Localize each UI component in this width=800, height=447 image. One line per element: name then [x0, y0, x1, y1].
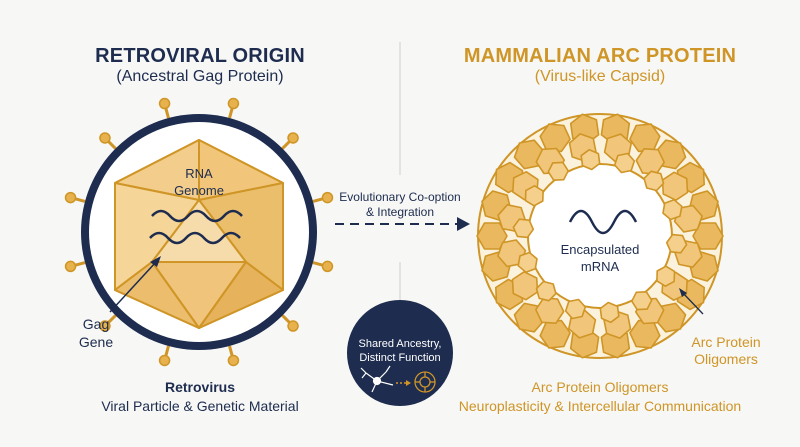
rna-strand-1 — [151, 209, 243, 223]
left-subtitle: (Ancestral Gag Protein) — [116, 68, 284, 85]
spike — [64, 191, 86, 204]
arc-subunit — [512, 218, 535, 239]
spike — [312, 260, 334, 273]
arc-subunit — [630, 290, 653, 311]
arc-subunit — [656, 265, 676, 288]
spike — [281, 314, 299, 332]
arc-capsid — [476, 113, 724, 359]
retrovirus-particle — [64, 97, 334, 367]
arc-subunit — [535, 280, 557, 302]
spike — [99, 132, 117, 150]
arc-subunit — [547, 161, 570, 181]
gag-pointer — [109, 261, 157, 313]
arc-subunit — [534, 297, 565, 325]
left-title: RETROVIRAL ORIGIN — [95, 45, 305, 67]
arc-subunit — [539, 319, 571, 349]
arc-subunit — [511, 270, 539, 301]
spike — [158, 345, 171, 367]
arc-subunit — [665, 233, 688, 254]
arc-subunit — [476, 222, 508, 250]
arc-subunit — [613, 152, 636, 174]
arc-oligomers-label: Arc Protein Oligomers — [691, 334, 761, 367]
right-subtitle: (Virus-like Capsid) — [534, 68, 666, 85]
gag-gene-label: Gag Gene — [78, 316, 114, 350]
arc-subunit — [643, 170, 665, 192]
arc-subunit — [629, 319, 661, 349]
left-caption: Retrovirus Viral Particle & Genetic Mate… — [101, 379, 299, 414]
arc-subunit — [661, 171, 689, 201]
right-caption: Arc Protein Oligomers Neuroplasticity & … — [458, 379, 742, 414]
spike — [227, 97, 240, 119]
spike — [64, 260, 86, 273]
rna-strand-2 — [149, 231, 241, 245]
arrow-label: Evolutionary Co-option & Integration — [339, 190, 461, 219]
oligomer-pointer — [681, 291, 704, 315]
arc-subunit — [517, 251, 538, 274]
neuron-icon — [360, 365, 394, 393]
arc-subunit — [524, 185, 544, 207]
spike — [312, 191, 334, 204]
rna-genome-label: RNA Genome — [174, 166, 224, 198]
right-title: MAMMALIAN ARC PROTEIN — [463, 45, 737, 67]
arc-subunit — [692, 222, 724, 250]
spike — [99, 314, 117, 332]
spike — [281, 132, 299, 150]
arrow-right-icon — [396, 380, 411, 386]
cooption-arrow — [335, 217, 470, 231]
arc-subunit — [564, 298, 587, 320]
mrna-strand — [568, 209, 638, 235]
arc-subunit — [662, 199, 683, 221]
capsid-icon — [414, 371, 436, 393]
badge-text: Shared Ancestry, Distinct Function — [358, 338, 442, 364]
shared-ancestry-badge — [347, 300, 453, 406]
arc-subunit — [599, 301, 620, 324]
encapsulated-mrna-label: Encapsulated mRNA — [560, 242, 640, 274]
gag-pointer-head — [150, 256, 161, 267]
arc-subunit — [635, 148, 666, 175]
arc-subunit — [539, 123, 571, 153]
arc-subunit — [580, 148, 601, 171]
spike — [158, 97, 171, 119]
arc-subunit — [629, 123, 661, 153]
spike — [227, 345, 240, 367]
